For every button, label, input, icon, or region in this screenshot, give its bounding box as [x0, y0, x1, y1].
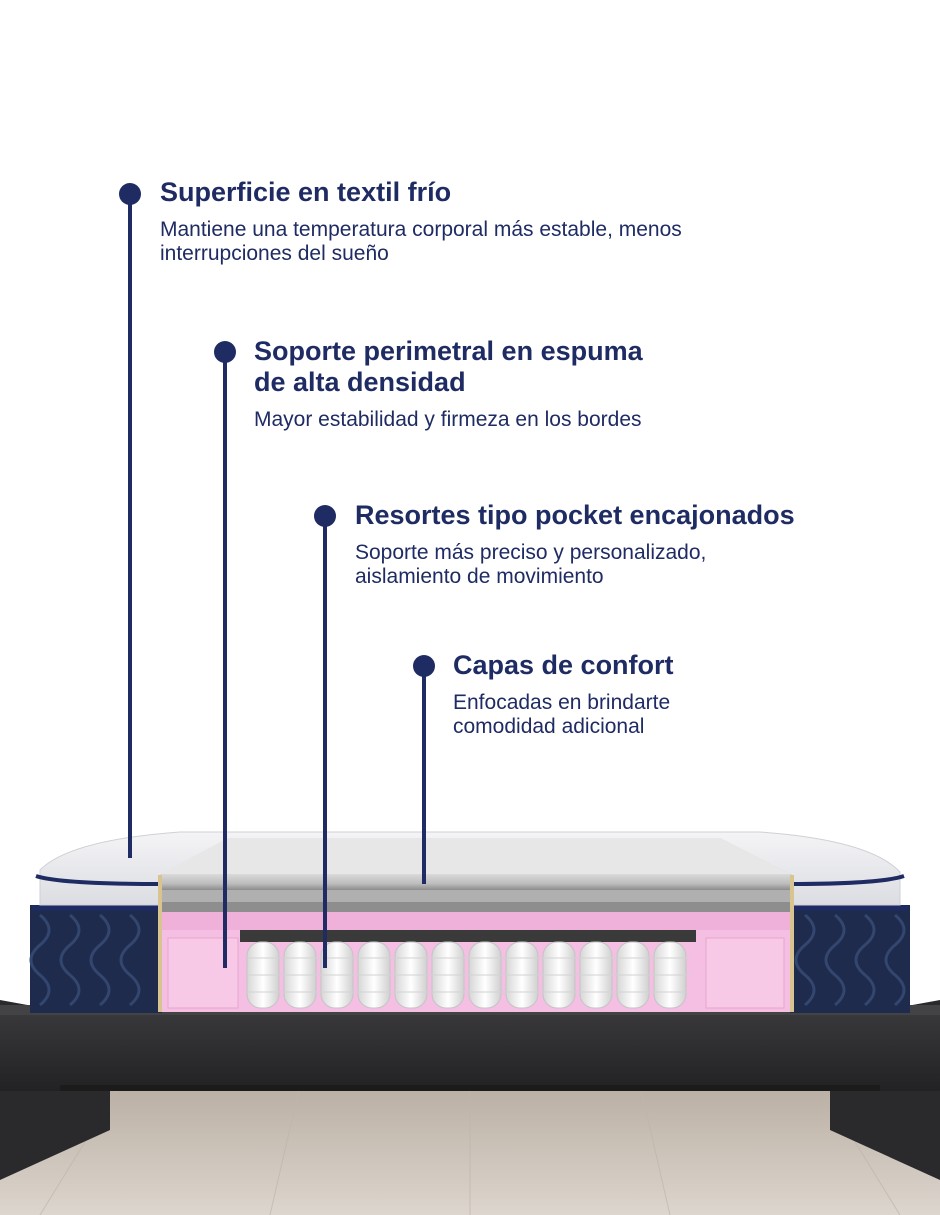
description-line: Mayor estabilidad y firmeza en los borde…	[254, 408, 642, 431]
callout-description: Soporte más preciso y personalizado, ais…	[355, 541, 915, 589]
callout-title: Capas de confort	[453, 650, 674, 680]
comfort-layer-cut	[158, 838, 794, 1012]
callout-pocket-springs: Resortes tipo pocket encajonados Soporte…	[355, 500, 915, 589]
callout-title: Soporte perimetral en espuma de alta den…	[254, 336, 794, 398]
callout-perimeter-support: Soporte perimetral en espuma de alta den…	[254, 336, 794, 432]
callout-pointers	[119, 183, 435, 968]
wood-floor	[0, 1084, 940, 1215]
callout-description: Mantiene una temperatura corporal más es…	[160, 218, 860, 266]
description-line: interrupciones del sueño	[160, 242, 389, 265]
callout-description: Enfocadas en brindarte comodidad adicion…	[453, 691, 913, 739]
title-line: Soporte perimetral en espuma	[254, 336, 643, 366]
bed-frame	[0, 1000, 940, 1180]
description-line: Soporte más preciso y personalizado,	[355, 541, 707, 564]
title-line: de alta densidad	[254, 367, 466, 397]
description-line: comodidad adicional	[453, 715, 645, 738]
callout-title: Resortes tipo pocket encajonados	[355, 500, 795, 530]
mattress-side-panels	[29, 905, 910, 1013]
callout-comfort-layers: Capas de confort Enfocadas en brindarte …	[453, 650, 913, 739]
callout-title: Superficie en textil frío	[160, 177, 452, 207]
callout-cool-fabric: Superficie en textil frío Mantiene una t…	[160, 177, 860, 266]
callout-description: Mayor estabilidad y firmeza en los borde…	[254, 408, 794, 432]
description-line: aislamiento de movimiento	[355, 565, 604, 588]
description-line: Mantiene una temperatura corporal más es…	[160, 218, 682, 241]
description-line: Enfocadas en brindarte	[453, 691, 671, 714]
